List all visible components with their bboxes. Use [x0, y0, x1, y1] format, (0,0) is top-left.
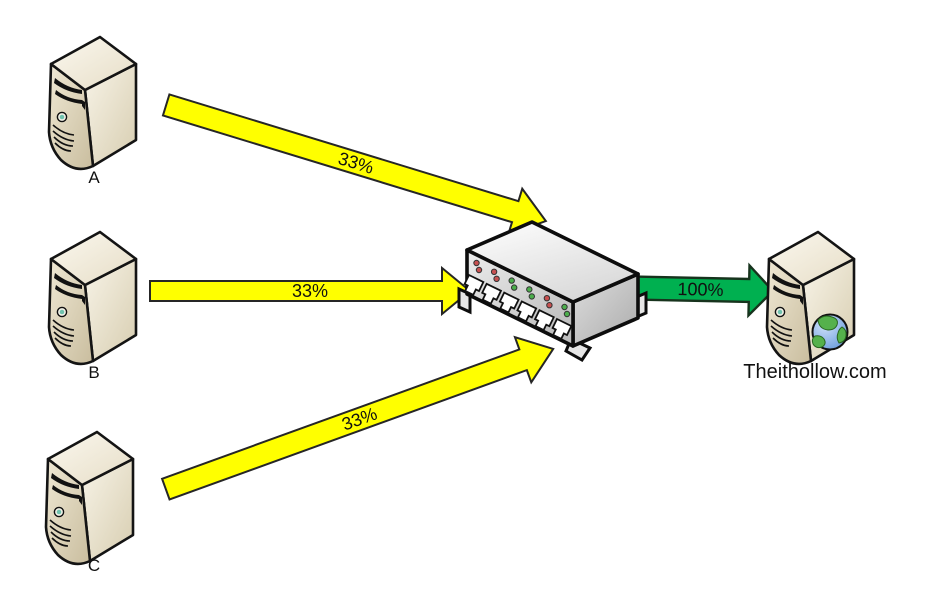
server-a-icon [47, 35, 138, 171]
flow-arrow-out-shape [630, 262, 775, 319]
switch-port-1 [463, 259, 485, 297]
flow-arrow-b-label: 33% [292, 281, 328, 301]
switch-port-2 [481, 268, 503, 305]
globe-icon [811, 313, 849, 351]
server-b-icon [47, 230, 138, 366]
switch-port-4 [516, 286, 538, 323]
server-c-icon [44, 430, 135, 566]
switch-port-5 [533, 295, 555, 332]
flow-arrow-out: 100% [630, 262, 775, 319]
flow-arrow-b: 33% [149, 265, 472, 317]
flow-arrow-b-shape [149, 265, 472, 317]
server-b-label: B [88, 363, 99, 382]
dest-server-label: Theithollow.com [743, 361, 886, 383]
switch-port-6 [551, 303, 573, 341]
flow-arrow-c: 33% [160, 335, 555, 501]
flow-arrow-out-label: 100% [677, 279, 723, 300]
server-c-label: C [88, 556, 100, 575]
switch-face-top [465, 220, 640, 304]
flow-arrow-a-label: 33% [336, 148, 376, 178]
switch-icon [457, 220, 648, 362]
flow-arrow-c-shape [160, 335, 555, 501]
switch-port-3 [498, 277, 520, 314]
server-a-label: A [88, 168, 100, 187]
flow-arrow-a: 33% [161, 93, 548, 237]
